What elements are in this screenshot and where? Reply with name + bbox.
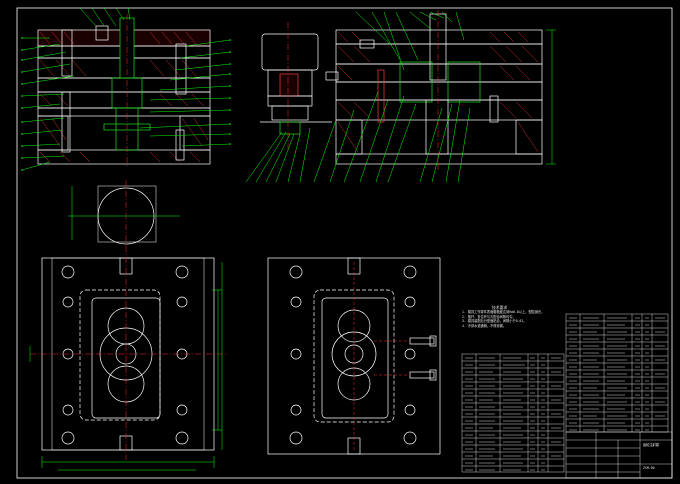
technical-requirements-heading: 技术要求 — [492, 305, 508, 310]
technical-requirement-4: 4. 冷却水道通畅，不得渗漏。 — [462, 323, 507, 328]
bom-table — [461, 313, 673, 479]
leader-lines-right — [245, 11, 471, 183]
leader-lines-left — [21, 7, 231, 171]
plan-view-moving-half — [41, 185, 215, 451]
bom-table-entries — [465, 317, 665, 471]
section-view-left — [37, 14, 211, 168]
dimension-overall-height — [546, 29, 556, 165]
technical-requirement-3: 3. 模具装配后分型面贴合，间隙小于0.02。 — [462, 319, 527, 324]
plan-view-fixed-half — [267, 257, 441, 455]
technical-requirements: 技术要求 1. 模具工作零件表面粗糙度达到Ra0.8以上，型腔抛光。 2. 推杆… — [462, 305, 574, 328]
plan-view-left-centerlines — [30, 180, 226, 460]
technical-requirement-1: 1. 模具工作零件表面粗糙度达到Ra0.8以上，型腔抛光。 — [462, 310, 545, 315]
section-view-right — [260, 10, 543, 172]
drawing-border — [16, 7, 673, 479]
title-block-drawing-number: ZSM-00 — [643, 466, 655, 470]
title-block-drawing-name: 齿轮注射模 — [643, 443, 659, 447]
leader-balloons-left — [21, 37, 231, 171]
plan-view-right-cooling — [353, 262, 410, 450]
plan-view-left-dimensions — [29, 186, 223, 471]
technical-requirement-2: 2. 推杆、复位杆与孔配合间隙均匀。 — [462, 314, 516, 319]
